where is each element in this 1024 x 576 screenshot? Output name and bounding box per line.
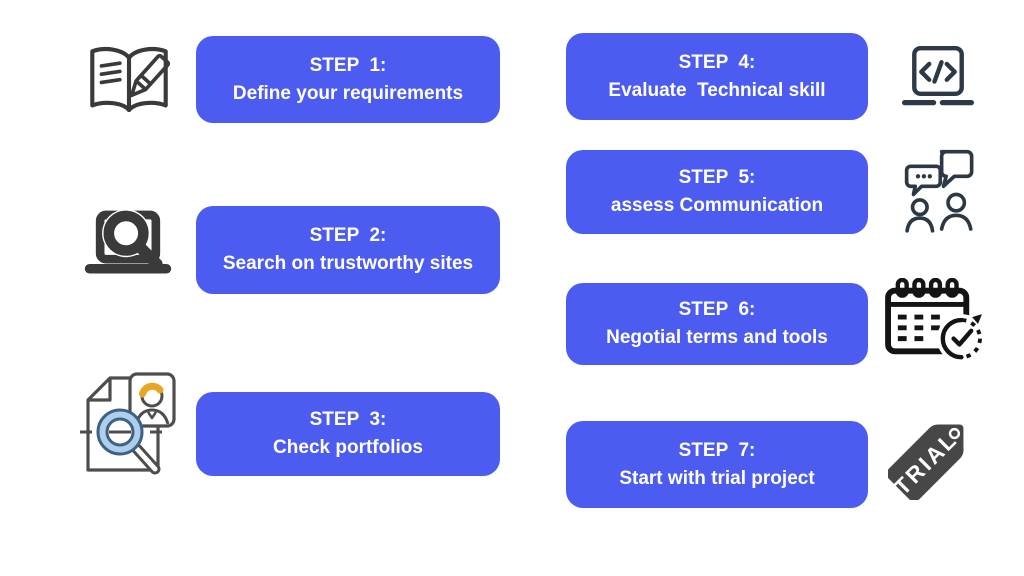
- step-title: STEP 6:: [678, 299, 756, 320]
- step-2-card: STEP 2: Search on trustworthy sites: [196, 206, 500, 294]
- step-1-card: STEP 1: Define your requirements: [196, 36, 500, 123]
- step-title: STEP 2:: [309, 225, 387, 246]
- step-subtitle: Define your requirements: [232, 82, 464, 104]
- step-subtitle: Negotial terms and tools: [606, 327, 828, 348]
- step-7-card: STEP 7: Start with trial project: [566, 421, 868, 508]
- people-chat-icon: [898, 143, 978, 235]
- step-title: STEP 7:: [678, 439, 756, 461]
- step-subtitle: Evaluate Technical skill: [608, 79, 826, 101]
- step-title: STEP 5:: [678, 167, 756, 188]
- document-person-search-icon: [72, 370, 178, 482]
- step-5-card: STEP 5: assess Communication: [566, 150, 868, 234]
- trial-tag-icon: TRIAL: [888, 402, 986, 500]
- step-title: STEP 4:: [678, 51, 756, 73]
- laptop-code-icon: [894, 42, 982, 114]
- step-4-card: STEP 4: Evaluate Technical skill: [566, 33, 868, 120]
- step-subtitle: Search on trustworthy sites: [222, 253, 474, 274]
- step-title: STEP 1:: [309, 54, 387, 76]
- step-subtitle: Check portfolios: [273, 437, 423, 458]
- step-subtitle: Start with trial project: [619, 467, 815, 489]
- step-subtitle: assess Communication: [610, 195, 824, 216]
- book-pencil-icon: [83, 43, 175, 121]
- laptop-search-icon: [80, 198, 176, 280]
- calendar-clock-icon: [882, 278, 988, 366]
- step-title: STEP 3:: [309, 409, 387, 430]
- step-6-card: STEP 6: Negotial terms and tools: [566, 283, 868, 365]
- step-3-card: STEP 3: Check portfolios: [196, 392, 500, 476]
